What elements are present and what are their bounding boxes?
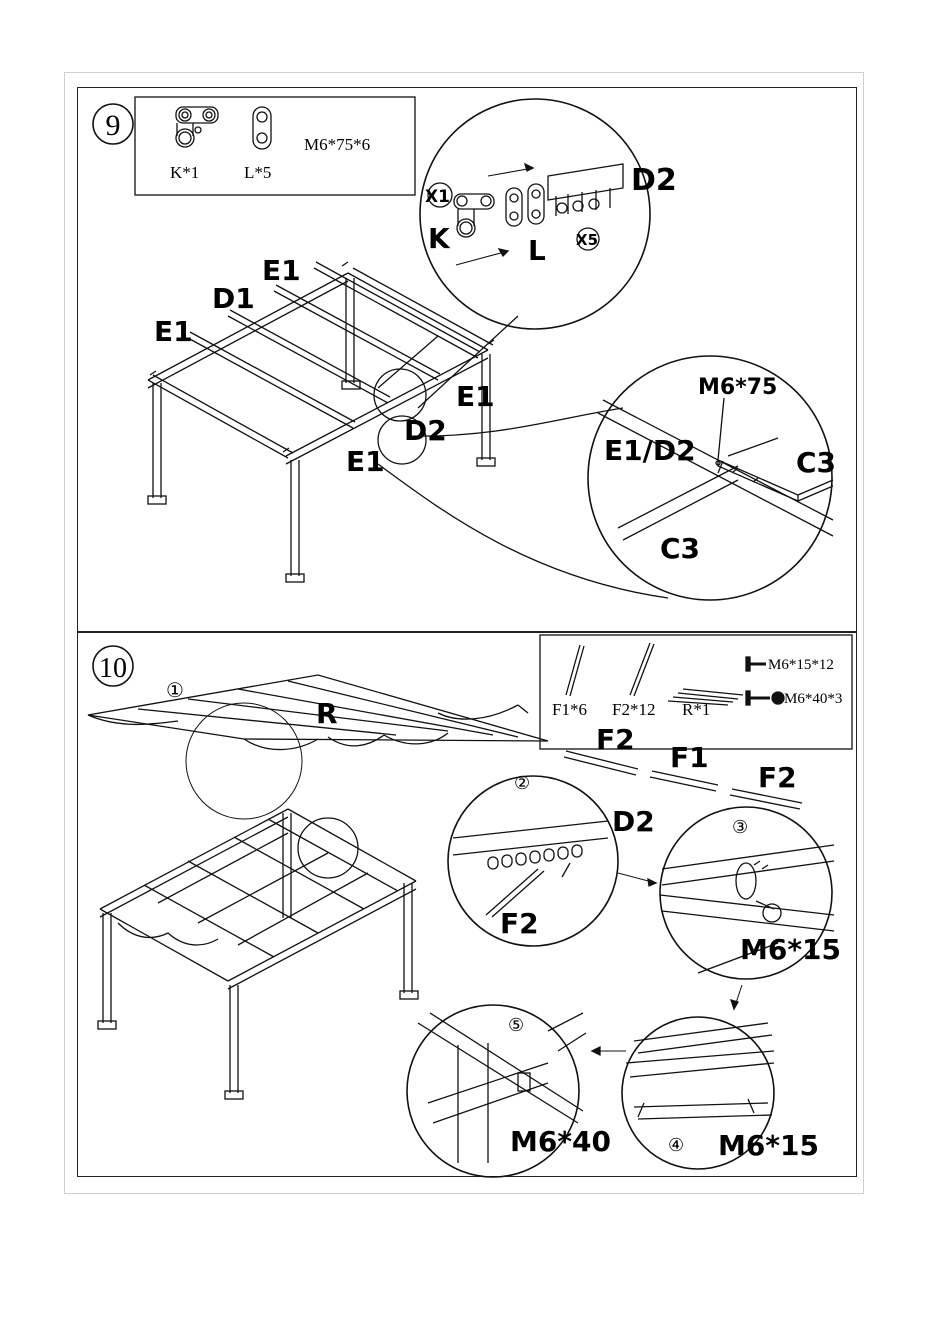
step-10-illustration: 10 F1*6 F2*12 R*1 M6*15*12 M6*40*3 ① R F… bbox=[78, 633, 858, 1178]
detail-2-f2-label: F2 bbox=[500, 907, 539, 940]
detail-l-label: L bbox=[528, 234, 546, 267]
part-screw-label: M6*75*6 bbox=[304, 135, 370, 154]
canopy-r-label: R bbox=[316, 697, 338, 730]
part-r-label: R*1 bbox=[682, 700, 710, 719]
detail-2-d2-label: D2 bbox=[612, 805, 655, 838]
step-9-panel: 9 K*1 L*5 M6*75*6 X1 K L X5 D2 E1 D1 E1 … bbox=[77, 87, 857, 632]
screw-m6-15-icon bbox=[746, 657, 766, 671]
screw-m6-40-icon bbox=[746, 691, 784, 705]
pole-f1-icon bbox=[566, 645, 584, 696]
detail-x1-label: X1 bbox=[425, 187, 450, 207]
part-f1-label: F1*6 bbox=[552, 700, 587, 719]
detail-4-drawing bbox=[626, 1023, 774, 1119]
part-k-label: K*1 bbox=[170, 163, 199, 182]
step-10-number: 10 bbox=[99, 653, 127, 684]
pole-f2-icon bbox=[630, 643, 654, 696]
detail-5-marker: ⑤ bbox=[508, 1015, 524, 1035]
detail-3-screw-label: M6*15 bbox=[740, 933, 841, 966]
canopy-detail-marker bbox=[298, 818, 358, 878]
detail-4-screw-label: M6*15 bbox=[718, 1129, 819, 1162]
detail-d2-label: D2 bbox=[631, 163, 677, 198]
step-9-illustration: 9 K*1 L*5 M6*75*6 X1 K L X5 D2 E1 D1 E1 … bbox=[78, 88, 858, 633]
pole-f2-left-label: F2 bbox=[596, 723, 635, 756]
screw-m6-15-label: M6*15*12 bbox=[768, 657, 834, 673]
pergola-with-canopy-drawing bbox=[98, 809, 418, 1099]
step-9-number: 9 bbox=[106, 109, 121, 142]
zoom-beam-label: E1/D2 bbox=[604, 434, 696, 467]
frame-e1-left-label: E1 bbox=[154, 315, 193, 348]
frame-e1-top-label: E1 bbox=[262, 254, 301, 287]
zoom-c3-bottom-label: C3 bbox=[660, 532, 700, 565]
l-bracket-icon bbox=[253, 107, 271, 149]
detail-circle-brackets bbox=[420, 99, 650, 329]
frame-d2-label: D2 bbox=[404, 414, 447, 447]
detail-bracket-parts bbox=[428, 164, 623, 265]
pole-f1-label: F1 bbox=[670, 741, 709, 774]
detail-k-label: K bbox=[428, 222, 451, 255]
detail-4-marker: ④ bbox=[668, 1135, 684, 1155]
canopy-step-marker: ① bbox=[166, 680, 184, 702]
zoom-screw-label: M6*75 bbox=[698, 375, 777, 400]
detail-3-marker: ③ bbox=[732, 817, 748, 837]
part-l-label: L*5 bbox=[244, 163, 271, 182]
canopy-zoom-connector bbox=[186, 703, 302, 819]
frame-e1-bottom-label: E1 bbox=[346, 445, 385, 478]
step-10-panel: 10 F1*6 F2*12 R*1 M6*15*12 M6*40*3 ① R F… bbox=[77, 632, 857, 1177]
part-f2-label: F2*12 bbox=[612, 700, 655, 719]
k-bracket-icon bbox=[176, 107, 218, 147]
detail-5-screw-label: M6*40 bbox=[510, 1125, 611, 1158]
detail-x5-label: X5 bbox=[576, 231, 598, 249]
detail-2-drawing bbox=[453, 821, 608, 917]
detail-2-marker: ② bbox=[514, 773, 530, 793]
frame-d1-label: D1 bbox=[212, 282, 255, 315]
screw-m6-40-label: M6*40*3 bbox=[784, 691, 842, 707]
pole-f2-right-label: F2 bbox=[758, 761, 797, 794]
frame-e1-right-label: E1 bbox=[456, 380, 495, 413]
zoom-c3-right-label: C3 bbox=[796, 446, 836, 479]
